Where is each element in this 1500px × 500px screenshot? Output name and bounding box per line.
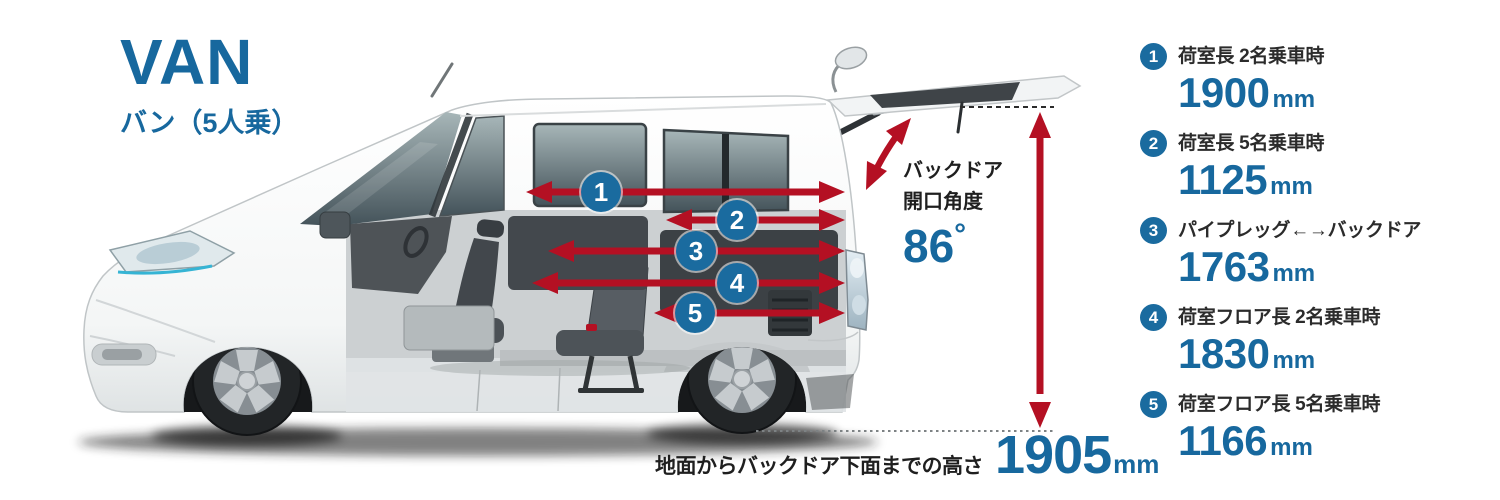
- legend-value-4: 1830: [1178, 330, 1270, 377]
- page-title: VAN: [120, 26, 254, 98]
- legend-value-2: 1125: [1178, 156, 1268, 203]
- legend-label-4: 荷室フロア長 2名乗車時: [1178, 307, 1381, 328]
- ground-height-value: 1905: [995, 425, 1112, 485]
- front-wheel: [192, 347, 302, 436]
- legend-badge-2: 2: [1140, 130, 1167, 157]
- legend-item-1: 1 荷室長 2名乗車時 1900 mm: [1140, 42, 1500, 129]
- arrow-1: [526, 181, 845, 203]
- arrow-5: [654, 302, 845, 324]
- legend-badge-4: 4: [1140, 304, 1167, 331]
- measure-badge-1: 1: [581, 172, 621, 212]
- height-arrow: [1029, 112, 1051, 428]
- roof-antenna: [430, 62, 454, 98]
- title-block: VAN バン（5人乗）: [120, 26, 299, 140]
- legend-item-5: 5 荷室フロア長 5名乗車時 1166 mm: [1140, 390, 1500, 477]
- legend-value-5: 1166: [1178, 417, 1268, 464]
- angle-label-line1: バックドア: [903, 160, 1003, 182]
- legend-unit-1: mm: [1272, 86, 1316, 113]
- legend-value-3: 1763: [1178, 243, 1270, 290]
- page-subtitle: バン（5人乗）: [120, 107, 299, 138]
- legend-label-1: 荷室長 2名乗車時: [1178, 46, 1325, 67]
- arrow-4: [532, 272, 845, 294]
- legend-item-4: 4 荷室フロア長 2名乗車時 1830 mm: [1140, 303, 1500, 390]
- legend-unit-5: mm: [1270, 434, 1313, 461]
- legend-label-2: 荷室長 5名乗車時: [1178, 133, 1325, 154]
- legend-badge-1: 1: [1140, 43, 1167, 70]
- open-back-door: [809, 46, 1082, 150]
- body-details: [89, 62, 869, 410]
- legend-unit-2: mm: [1270, 173, 1313, 200]
- ground-height-label: 地面からバックドア下面までの高さ: [655, 455, 984, 478]
- legend-badge-5: 5: [1140, 391, 1167, 418]
- legend-label-3: パイプレッグ←→バックドア: [1178, 220, 1422, 241]
- legend-badge-3: 3: [1140, 217, 1167, 244]
- back-door-mirror: [834, 46, 868, 70]
- windshield: [300, 112, 462, 226]
- ground-height-note: 地面からバックドア下面までの高さ 1905mm: [655, 428, 1159, 482]
- door-mirror: [319, 211, 351, 239]
- legend-item-3: 3 パイプレッグ←→バックドア 1763 mm: [1140, 216, 1500, 303]
- rear-quarter-window: [662, 128, 790, 214]
- taillight: [845, 249, 869, 331]
- back-door-angle-note: バックドア 開口角度 86°: [903, 156, 1003, 269]
- console-box: [403, 305, 495, 351]
- legend-unit-4: mm: [1272, 347, 1316, 374]
- car-shadow: [78, 424, 878, 456]
- headlight-blue-accent: [117, 264, 213, 275]
- measure-badge-5: 5: [675, 293, 715, 333]
- steering-wheel: [403, 226, 429, 258]
- angle-value: 86: [903, 220, 955, 272]
- legend-item-2: 2 荷室長 5名乗車時 1125 mm: [1140, 129, 1500, 216]
- legend: 1 荷室長 2名乗車時 1900 mm 2 荷室長 5名乗車時 1125 mm …: [1140, 42, 1500, 477]
- legend-unit-3: mm: [1272, 260, 1316, 287]
- door-angle-arrow: [866, 118, 911, 190]
- legend-label-5: 荷室フロア長 5名乗車時: [1178, 394, 1381, 415]
- angle-label-line2: 開口角度: [903, 191, 983, 213]
- legend-value-1: 1900: [1178, 69, 1270, 116]
- front-door-window: [438, 115, 505, 217]
- angle-unit: °: [954, 218, 967, 251]
- measure-badge-4: 4: [717, 263, 757, 303]
- ground-height-unit: mm: [1113, 449, 1160, 479]
- measure-badge-3: 3: [676, 231, 716, 271]
- measure-badge-2: 2: [717, 200, 757, 240]
